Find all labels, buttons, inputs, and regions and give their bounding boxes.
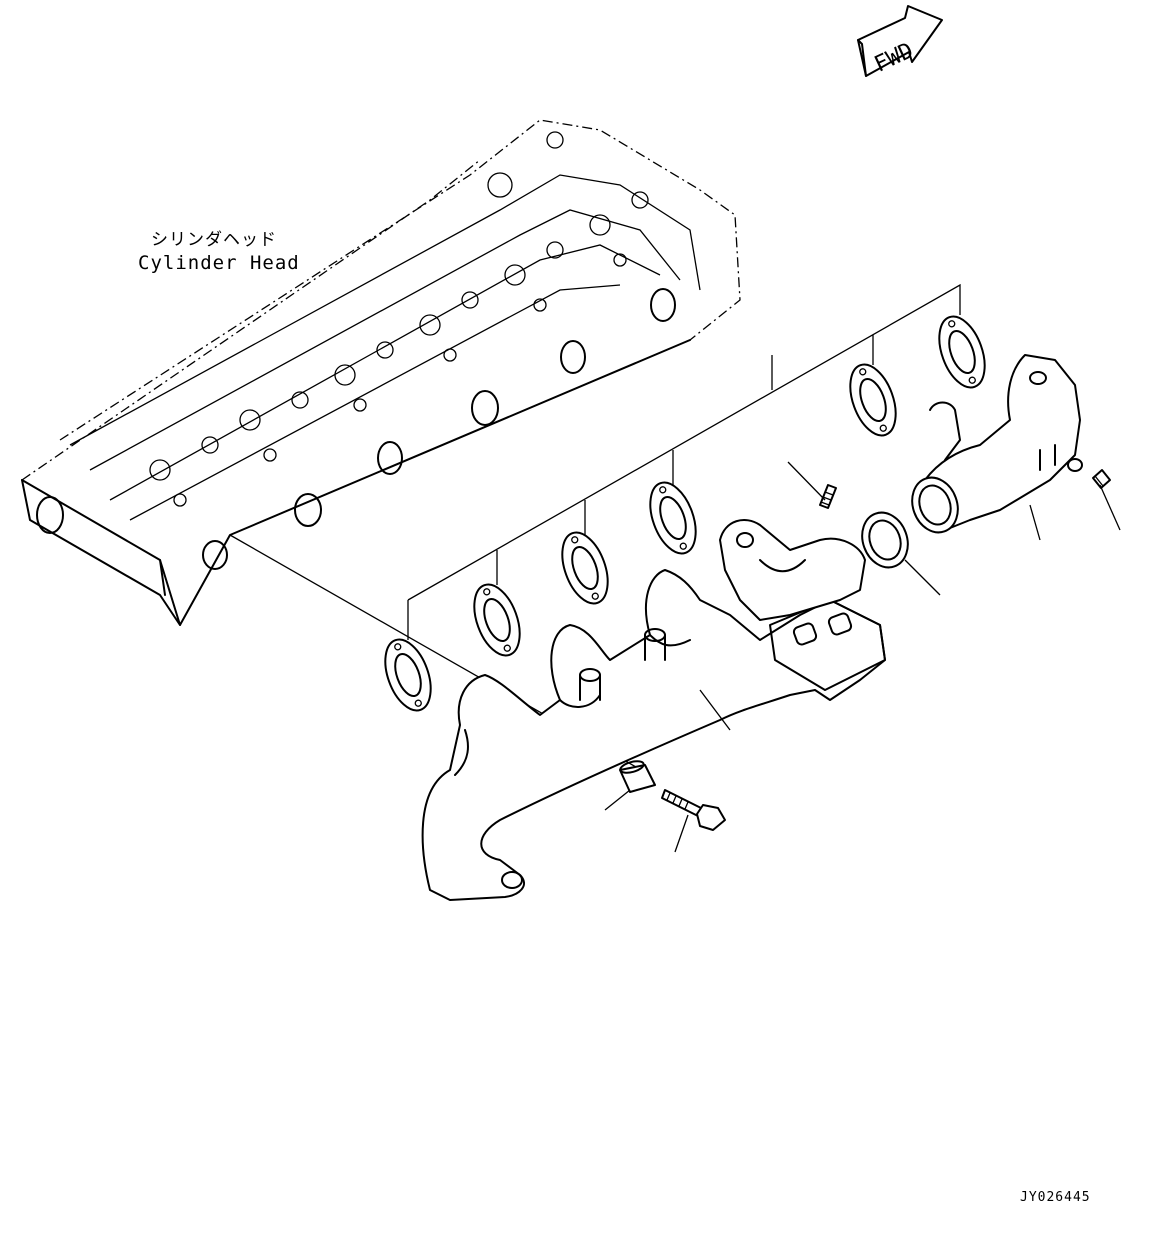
leader-lines xyxy=(604,461,1121,853)
outlet-pipe xyxy=(911,354,1083,534)
cylinder-head-label-jp: シリンダヘッド xyxy=(151,230,277,250)
ring-gasket xyxy=(861,511,909,569)
cylinder-head-label: Cylinder Head xyxy=(138,252,300,274)
plug xyxy=(1092,469,1111,489)
stud xyxy=(819,484,837,509)
cylinder-head xyxy=(21,119,741,626)
gasket-bracket-line xyxy=(407,283,961,640)
manifold-gasket xyxy=(384,315,986,712)
drawing-code: JY026445 xyxy=(1020,1190,1091,1205)
spacer-sleeve xyxy=(619,760,656,793)
bolt xyxy=(661,789,726,831)
exhaust-manifold-rear xyxy=(719,519,866,621)
fwd-arrow-icon: FWD xyxy=(857,5,943,78)
